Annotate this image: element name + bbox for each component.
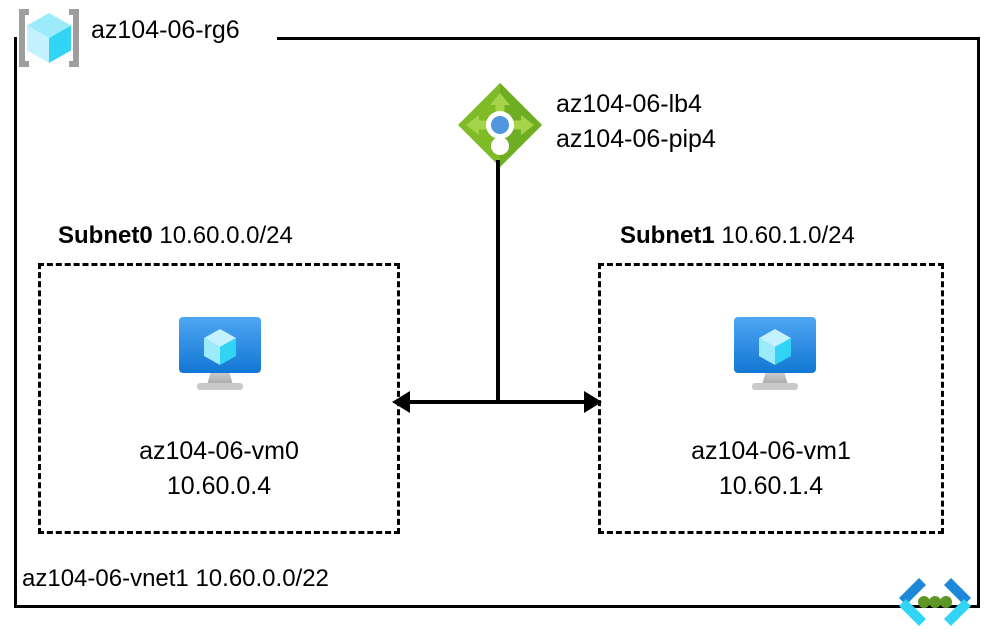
resource-group-border-bottom — [14, 605, 980, 608]
load-balancer-name: az104-06-lb4 — [556, 90, 702, 118]
resource-group-cube-icon — [13, 5, 85, 71]
subnet-connector-line — [404, 400, 590, 404]
arrow-left-icon — [392, 391, 410, 413]
subnet0-title: Subnet0 10.60.0.0/24 — [58, 224, 293, 248]
public-ip-name: az104-06-pip4 — [556, 124, 716, 153]
virtual-machine-icon — [175, 313, 265, 395]
vm1-name: az104-06-vm1 — [691, 437, 851, 465]
vm0-ip: 10.60.0.4 — [166, 471, 272, 500]
virtual-network-icon — [893, 576, 977, 632]
resource-group-label: az104-06-rg6 — [91, 16, 240, 44]
subnet1-title: Subnet1 10.60.1.0/24 — [620, 224, 855, 248]
resource-group-border-top — [277, 37, 980, 40]
virtual-machine-icon — [730, 313, 820, 395]
resource-group-border-left — [14, 37, 17, 608]
load-balancer-connector-line — [496, 160, 500, 402]
vm1-ip: 10.60.1.4 — [718, 471, 824, 500]
resource-group-border-right — [977, 37, 980, 608]
subnet1-cidr: 10.60.1.0/24 — [721, 222, 855, 249]
vm0-labels: az104-06-vm0 10.60.0.4 — [38, 434, 400, 503]
load-balancer-labels: az104-06-lb4 az104-06-pip4 — [556, 87, 716, 156]
load-balancer-icon — [455, 80, 545, 170]
subnet0-cidr: 10.60.0.0/24 — [159, 222, 293, 249]
vm0-name: az104-06-vm0 — [139, 437, 299, 465]
subnet1-name: Subnet1 — [620, 222, 715, 249]
vnet-label: az104-06-vnet1 10.60.0.0/22 — [22, 565, 329, 592]
vm1-labels: az104-06-vm1 10.60.1.4 — [598, 434, 944, 503]
subnet0-name: Subnet0 — [58, 222, 153, 249]
arrow-right-icon — [584, 391, 602, 413]
